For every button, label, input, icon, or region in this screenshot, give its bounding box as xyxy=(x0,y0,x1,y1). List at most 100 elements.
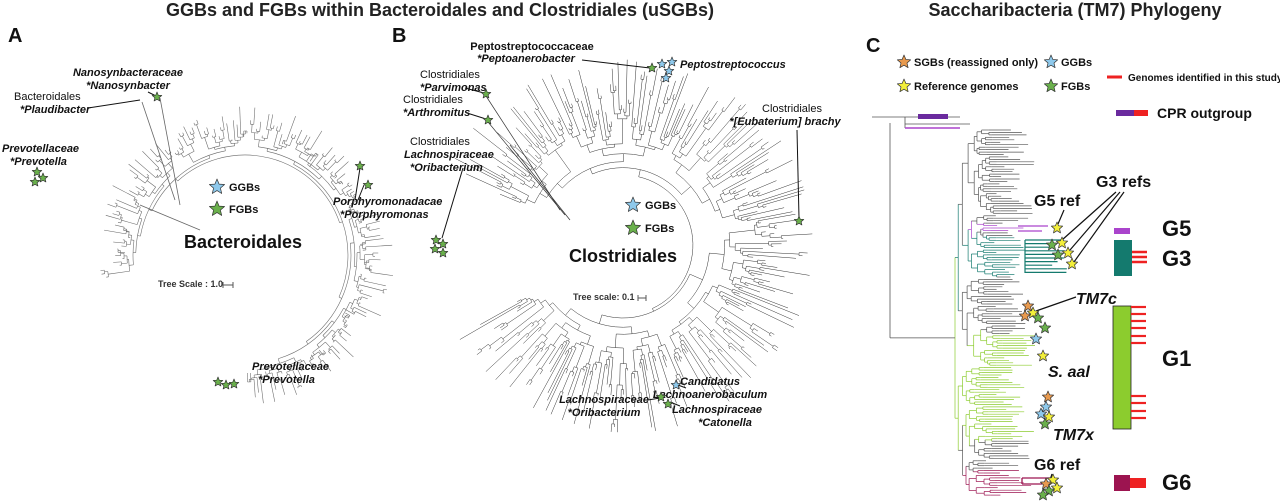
a-star-prevo2a-icon xyxy=(212,376,224,387)
c-star-tm7x-fgb-icon xyxy=(1038,417,1052,430)
g3-red-markers xyxy=(1132,250,1147,264)
b-star-caton-icon xyxy=(662,398,674,409)
panel-b-tree-scale: Tree scale: 0.1 xyxy=(573,292,635,302)
b-star-orib2-icon xyxy=(655,391,667,402)
b-orib2-genus: *Oribacterium xyxy=(568,407,641,419)
c-star-tm7c-sgb2-icon xyxy=(1018,309,1032,322)
g5-label: G5 xyxy=(1162,216,1191,241)
c-legend-cpr-swatch xyxy=(1116,110,1148,116)
g3refs-leader-1 xyxy=(1061,191,1117,241)
panel-b: B Clostridiales Tree scale: 0.1 GGBs FGB… xyxy=(392,25,842,433)
clostridiales-tree xyxy=(454,59,813,433)
b-leader-parvi xyxy=(464,87,485,94)
c-star-tm7x-sgb-icon xyxy=(1041,390,1055,403)
b-eubac-genus: *[Eubaterium] brachy xyxy=(729,116,841,128)
b-orib1-family: Lachnospiraceae xyxy=(404,149,494,161)
b-star-pepto-fgb-icon xyxy=(646,62,658,73)
b-caton-genus: *Catonella xyxy=(698,417,752,429)
a-plaudi-genus: *Plaudibacter xyxy=(20,104,91,116)
saal-label: S. aal xyxy=(1048,364,1090,381)
b-leader-arthro xyxy=(466,112,487,120)
b-star-cand-icon xyxy=(670,379,682,390)
panel-b-letter: B xyxy=(392,25,406,47)
ggb-legend-star-icon xyxy=(209,178,225,194)
g5ref-label: G5 ref xyxy=(1034,193,1081,210)
panel-a-tree-scale: Tree Scale : 1.0 xyxy=(158,279,223,289)
b-orib1-genus: *Oribacterium xyxy=(410,162,483,174)
b-leader-orib2 xyxy=(647,397,661,401)
b-arthro-order: Clostridiales xyxy=(403,94,463,106)
b-star-orib1a-icon xyxy=(430,234,442,245)
a-leader-porphy xyxy=(357,184,365,201)
b-cand-line1: Candidatus xyxy=(680,376,740,388)
panel-b-legend-ggb: GGBs xyxy=(645,200,676,212)
b-orib2-family: Lachnospiraceae xyxy=(559,394,649,406)
g6-red-marker xyxy=(1130,478,1146,488)
a-star-prevo2b-icon xyxy=(220,379,232,390)
a-star-prevo1a-icon xyxy=(31,166,43,177)
b-star-parvi-icon xyxy=(480,88,492,99)
a-prevo2-genus: *Prevotella xyxy=(258,374,315,386)
c-star-g3-fgb2-icon xyxy=(1051,248,1065,261)
c-star-g6-ref2-icon xyxy=(1050,481,1064,494)
c-legend-ggb: GGBs xyxy=(1061,57,1092,69)
b-pepto-family: Peptostreptococcaceae xyxy=(470,41,594,53)
g3refs-leader-2 xyxy=(1069,191,1121,251)
b-star-orib1c-icon xyxy=(429,243,441,254)
left-title: GGBs and FGBs within Bacteroidales and C… xyxy=(166,0,714,20)
a-leader-porphy2 xyxy=(354,167,361,201)
c-star-g3-ref1-icon xyxy=(1055,236,1069,249)
panel-b-legend-fgb: FGBs xyxy=(645,223,674,235)
c-star-g3-fgb1-icon xyxy=(1045,238,1059,251)
g3-label: G3 xyxy=(1162,246,1191,271)
c-star-tm7c-sgb1-icon xyxy=(1021,299,1035,312)
b-parvi-order: Clostridiales xyxy=(420,69,480,81)
panel-a-legend-fgb: FGBs xyxy=(229,204,258,216)
fgb-legend-star-icon xyxy=(209,200,225,216)
b-cand-line2: Lachnoanerobaculum xyxy=(653,389,768,401)
a-prevo1-genus: *Prevotella xyxy=(10,156,67,168)
b-leader-orib1 xyxy=(441,167,464,239)
g3refs-label: G3 refs xyxy=(1096,174,1151,191)
panel-c-letter: C xyxy=(866,35,880,57)
c-legend-fgb: FGBs xyxy=(1061,81,1090,93)
bacteroidales-center-label: Bacteroidales xyxy=(184,232,302,252)
c-star-g1-ggb1-icon xyxy=(1029,332,1043,345)
c-legend-ref-star-icon xyxy=(896,78,912,93)
panel-c: C SGBs (reassigned only) GGBs Reference … xyxy=(866,35,1280,501)
c-legend-genomes: Genomes identified in this study xyxy=(1128,73,1280,84)
b-leader-cand xyxy=(677,384,687,389)
a-star-prevo1b-icon xyxy=(37,172,49,183)
a-prevo2-family: Prevotellaceae xyxy=(252,361,329,373)
panel-a-letter: A xyxy=(8,25,22,47)
c-legend-fgb-star-icon xyxy=(1043,78,1059,93)
c-legend-sgb-star-icon xyxy=(896,54,912,69)
a-star-porphy2-icon xyxy=(362,179,374,190)
b-orib1-order: Clostridiales xyxy=(410,136,470,148)
panel-a: A Bacteroidales Tree Scale : 1.0 GGBs FG… xyxy=(2,25,442,404)
panel-b-legend: GGBs FGBs xyxy=(625,196,676,235)
b-star-orib1b-icon xyxy=(437,238,449,249)
a-plaudi-order: Bacteroidales xyxy=(14,91,81,103)
g1-red-markers xyxy=(1131,305,1146,420)
c-star-saal-ref-icon xyxy=(1036,349,1050,362)
panel-b-scale-bar xyxy=(637,295,647,301)
b-star-arthro-icon xyxy=(482,114,494,125)
b-star-pepto-ggb4-icon xyxy=(660,72,672,83)
a-porphy-genus: *Porphyromonas xyxy=(340,209,429,221)
clostridiales-center-label: Clostridiales xyxy=(569,246,677,266)
b-caton-family: Lachnospiraceae xyxy=(672,404,762,416)
a-porphy-family: Porphyromonadacae xyxy=(333,196,442,208)
b-leader-pepto xyxy=(581,59,651,69)
b-star-pepto-ggb3-icon xyxy=(666,56,678,67)
c-star-g6-fgb2-icon xyxy=(1036,488,1050,501)
c-star-tm7x-ggb2-icon xyxy=(1034,407,1048,420)
g5-bar xyxy=(1114,228,1130,234)
c-star-g3-ref2-icon xyxy=(1061,246,1075,259)
b-eubac-order: Clostridiales xyxy=(762,103,822,115)
b-fgb-legend-star-icon xyxy=(625,219,641,235)
g3refs-leader-3 xyxy=(1073,191,1125,263)
saccharibacteria-tree xyxy=(872,114,1067,496)
c-star-tm7c-fgb2-icon xyxy=(1038,321,1052,334)
a-prevo1-family: Prevotellaceae xyxy=(2,143,79,155)
